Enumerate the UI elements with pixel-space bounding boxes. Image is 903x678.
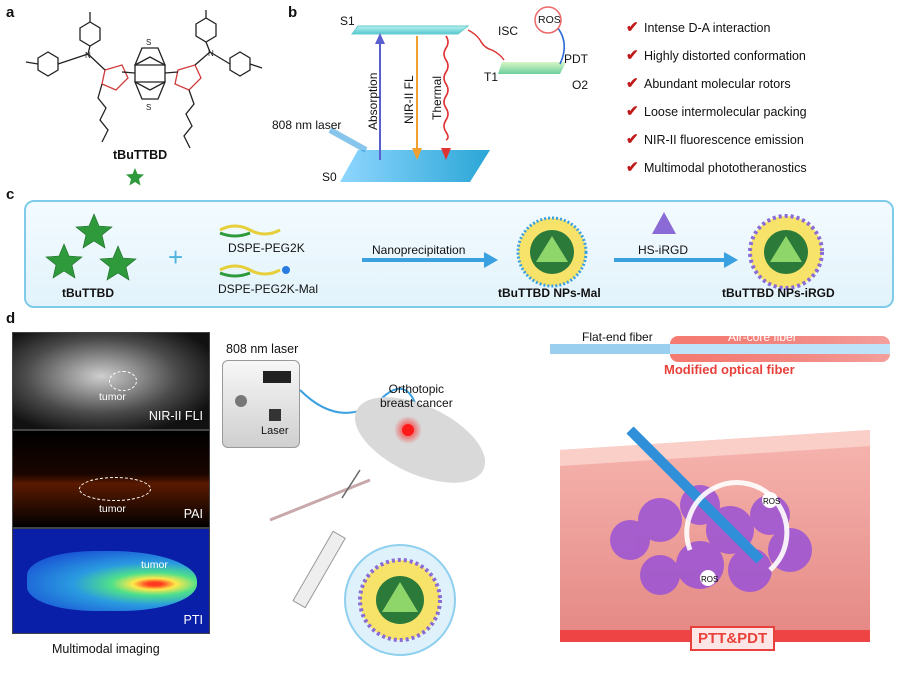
feature-item: ✔Intense D-A interaction <box>626 19 771 36</box>
feature-item: ✔NIR-II fluorescence emission <box>626 131 804 148</box>
isc-label: ISC <box>498 24 519 38</box>
o2-label: O2 <box>572 78 589 92</box>
knob-icon <box>235 395 247 407</box>
molecule-name: tBuTTBD <box>113 148 168 162</box>
check-icon: ✔ <box>626 131 639 148</box>
display-panel <box>263 371 291 383</box>
svg-text:N: N <box>85 51 91 60</box>
nir-fli-image: tumor NIR-II FLI <box>12 332 210 430</box>
imaging-mode-label: PTI <box>183 613 203 627</box>
pti-image: tumor PTI <box>12 528 210 634</box>
imaging-mode-label: PAI <box>183 507 203 521</box>
panel-label-b: b <box>288 4 298 21</box>
imaging-mode-label: NIR-II FLI <box>148 409 203 423</box>
panel-label-d: d <box>6 310 16 327</box>
svg-text:N: N <box>208 49 214 58</box>
pdt-label: PDT <box>564 52 588 66</box>
check-icon: ✔ <box>626 47 639 64</box>
ros-label: ROS <box>538 14 561 26</box>
therapy-illustration <box>269 336 890 656</box>
s0-label: S0 <box>322 170 337 184</box>
feature-item: ✔Highly distorted conformation <box>626 47 806 64</box>
thermal-map <box>27 551 197 611</box>
ros-label-tissue: ROS <box>763 497 781 506</box>
feature-item: ✔Loose intermolecular packing <box>626 103 807 120</box>
green-star-icon <box>126 168 144 186</box>
fiber-left-label: Flat-end fiber <box>582 330 653 344</box>
product2-label: tBuTTBD NPs-iRGD <box>722 286 835 300</box>
feature-item: ✔Multimodal phototheranostics <box>626 159 807 176</box>
tumor-label: tumor <box>99 391 126 403</box>
pai-image: tumor PAI <box>12 430 210 528</box>
reactant-label: tBuTTBD <box>62 286 114 300</box>
svg-text:S: S <box>146 38 151 47</box>
polymer1-label: DSPE-PEG2K <box>228 241 305 255</box>
therapy-badge: PTT&PDT <box>690 626 776 651</box>
tumor-outline <box>109 371 137 391</box>
laser-device: Laser <box>222 360 300 448</box>
molecule-structure: N N S S <box>25 10 263 149</box>
tumor-label: tumor <box>99 503 126 515</box>
laser-button-label: Laser <box>261 425 289 437</box>
laser-device-label: 808 nm laser <box>226 342 299 356</box>
absorption-label: Absorption <box>366 72 380 130</box>
svg-text:S: S <box>146 103 151 112</box>
fiber-caption: Modified optical fiber <box>664 362 795 377</box>
tumor-outline <box>79 477 151 501</box>
laser-label-b: 808 nm laser <box>272 118 342 132</box>
s1-label: S1 <box>340 14 355 28</box>
panel-label-a: a <box>6 4 15 21</box>
polymer2-label: DSPE-PEG2K-Mal <box>218 282 319 296</box>
thermal-label: Thermal <box>430 75 444 120</box>
ros-label-tissue: ROS <box>701 575 719 584</box>
step2-label: HS-iRGD <box>638 243 688 257</box>
product1-label: tBuTTBD NPs-Mal <box>498 286 601 300</box>
t1-label: T1 <box>484 70 499 84</box>
imaging-caption: Multimodal imaging <box>52 642 160 656</box>
laser-button-icon <box>269 409 281 421</box>
jablonski-diagram <box>328 6 566 182</box>
nir-fl-label: NIR-II FL <box>402 75 416 124</box>
step1-label: Nanoprecipitation <box>372 243 466 257</box>
check-icon: ✔ <box>626 103 639 120</box>
tumor-label: tumor <box>141 559 168 571</box>
svg-text:+: + <box>168 242 183 272</box>
check-icon: ✔ <box>626 75 639 92</box>
model-label: Orthotopic breast cancer <box>380 382 453 410</box>
feature-item: ✔Abundant molecular rotors <box>626 75 791 92</box>
check-icon: ✔ <box>626 159 639 176</box>
synthesis-graphics: + <box>45 212 824 290</box>
check-icon: ✔ <box>626 19 639 36</box>
fiber-right-label: Air-core fiber <box>728 330 797 344</box>
panel-label-c: c <box>6 186 15 203</box>
